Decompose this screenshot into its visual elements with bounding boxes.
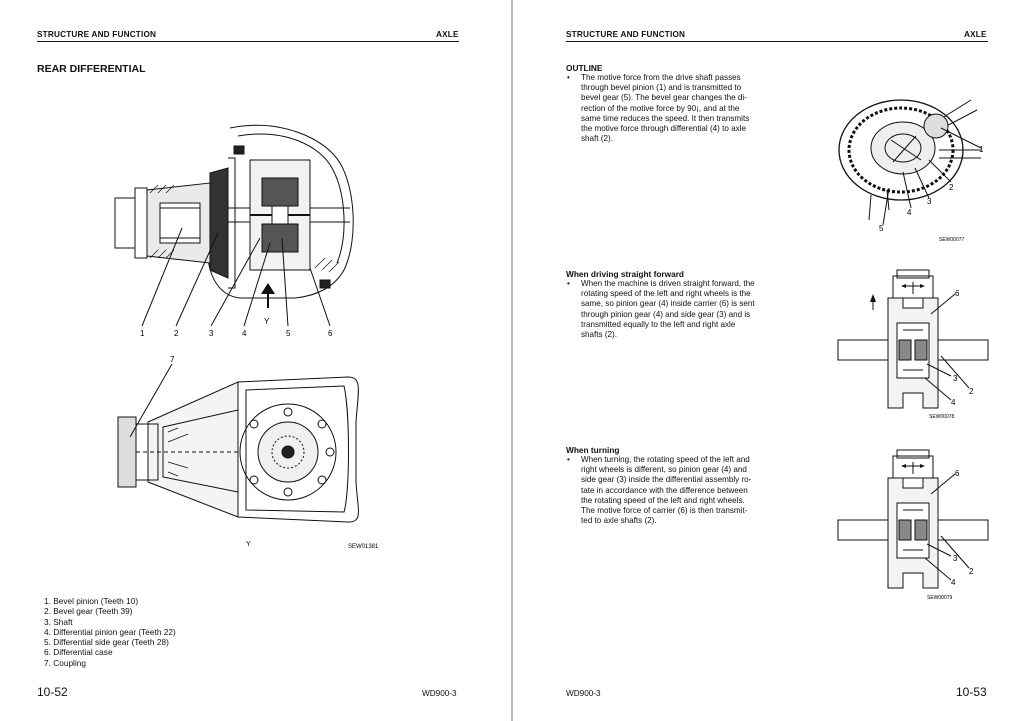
list-item: 3. Shaft: [44, 616, 73, 627]
callout-4: 4: [951, 578, 956, 587]
left-page: STRUCTURE AND FUNCTION AXLE REAR DIFFERE…: [0, 0, 511, 721]
callout-3: 3: [209, 329, 214, 338]
callout-3: 3: [927, 197, 932, 206]
right-model-code: WD900-3: [566, 689, 601, 698]
callout-7: 7: [170, 355, 175, 364]
page-title: REAR DIFFERENTIAL: [37, 63, 146, 75]
list-item: 4. Differential pinion gear (Teeth 22): [44, 626, 176, 637]
straight-paragraph: • When the machine is driven straight fo…: [567, 279, 755, 340]
view-mark-y-lower: Y: [246, 541, 251, 548]
straight-forward-diagram: 6 3 2 4 SEW00078: [837, 269, 989, 420]
figure-code-turning: SEW00079: [927, 595, 953, 601]
callout-5: 5: [879, 224, 884, 233]
rear-differential-section-drawing: 1 2 3 4 5 6 Y: [114, 124, 354, 338]
turning-paragraph: • When turning, the rotating speed of th…: [567, 455, 752, 526]
page-gutter: [511, 0, 513, 721]
view-mark-y: Y: [264, 317, 270, 326]
right-header-chapter: AXLE: [964, 30, 987, 39]
bullet: •: [567, 279, 570, 288]
callout-5: 5: [286, 329, 291, 338]
callout-6: 6: [955, 469, 960, 478]
callout-2: 2: [969, 387, 974, 396]
left-header-chapter: AXLE: [436, 30, 459, 39]
figure-code-straight: SEW00078: [929, 414, 955, 420]
left-page-number: 10-52: [37, 685, 68, 699]
figure-code-outline: SEW00077: [939, 237, 965, 243]
callout-1: 1: [140, 329, 145, 338]
list-item: 2. Bevel gear (Teeth 39): [44, 606, 133, 617]
left-header-rule: [37, 41, 459, 42]
callout-1: 1: [979, 145, 984, 154]
outline-paragraph: • The motive force from the drive shaft …: [567, 73, 750, 144]
parts-list: 1. Bevel pinion (Teeth 10) 2. Bevel gear…: [44, 596, 176, 668]
turning-heading: When turning: [566, 445, 620, 455]
right-header-section: STRUCTURE AND FUNCTION: [566, 30, 686, 39]
callout-3: 3: [953, 374, 958, 383]
list-item: 1. Bevel pinion (Teeth 10): [44, 596, 139, 606]
bullet: •: [567, 73, 570, 82]
callout-3: 3: [953, 554, 958, 563]
right-page: STRUCTURE AND FUNCTION AXLE OUTLINE • Th…: [513, 0, 1024, 721]
straight-heading: When driving straight forward: [566, 269, 685, 279]
turning-diagram: 6 3 2 4 SEW00079: [837, 449, 989, 601]
callout-6: 6: [955, 289, 960, 298]
list-item: 6. Differential case: [44, 647, 113, 658]
left-header-section: STRUCTURE AND FUNCTION: [37, 30, 157, 39]
bullet: •: [567, 455, 570, 464]
left-model-code: WD900-3: [422, 689, 457, 698]
callout-2: 2: [969, 567, 974, 576]
right-page-number: 10-53: [956, 685, 987, 699]
list-item: 5. Differential side gear (Teeth 28): [44, 637, 169, 648]
figure-code-left: SEW01381: [348, 544, 379, 550]
rear-differential-view-y-drawing: 7 Y SEW01381: [117, 355, 379, 550]
outline-heading: OUTLINE: [566, 63, 603, 73]
callout-4: 4: [951, 398, 956, 407]
callout-2: 2: [174, 329, 179, 338]
callout-6: 6: [328, 329, 333, 338]
right-header-rule: [566, 41, 988, 42]
callout-4: 4: [242, 329, 247, 338]
list-item: 7. Coupling: [44, 657, 86, 668]
bevel-gear-drawing: 1 2 3 4 5 SEW00077: [838, 99, 984, 243]
callout-2: 2: [949, 183, 954, 192]
callout-4: 4: [907, 208, 912, 217]
